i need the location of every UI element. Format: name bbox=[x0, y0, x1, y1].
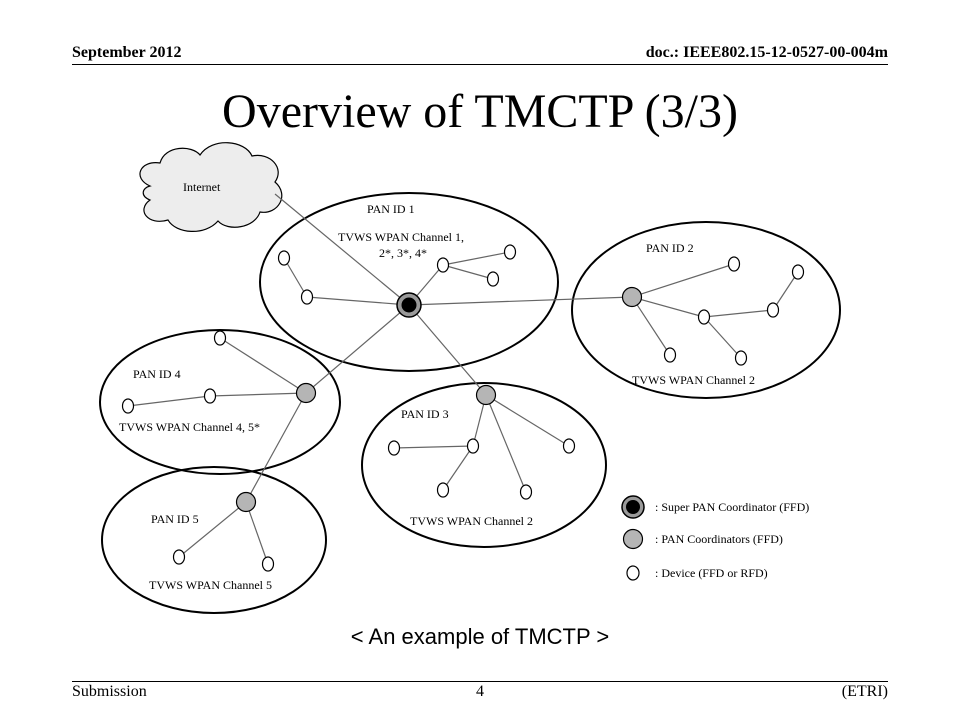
device-node-icon bbox=[519, 484, 533, 500]
pan-2-channel-label: TVWS WPAN Channel 2 bbox=[632, 373, 755, 387]
header-doc-id: doc.: IEEE802.15-12-0527-00-004m bbox=[645, 44, 888, 61]
pan-3-boundary bbox=[361, 382, 607, 548]
pan-2-id-label: PAN ID 2 bbox=[646, 241, 694, 255]
device-node-icon bbox=[562, 438, 576, 454]
footer-org: (ETRI) bbox=[841, 683, 888, 700]
device-node-icon bbox=[791, 264, 805, 280]
pan-coordinators bbox=[235, 286, 643, 513]
pan-3-id-label: PAN ID 3 bbox=[401, 407, 449, 421]
footer-submission: Submission bbox=[72, 683, 147, 700]
pan-5-id-label: PAN ID 5 bbox=[151, 512, 199, 526]
cloud-label: Internet bbox=[183, 180, 221, 194]
device-node-icon bbox=[734, 350, 748, 366]
pan-5-channel-label: TVWS WPAN Channel 5 bbox=[149, 578, 272, 592]
device-node-icon bbox=[503, 244, 517, 260]
device-node-icon bbox=[727, 256, 741, 272]
pan-4-channel-label: TVWS WPAN Channel 4, 5* bbox=[119, 420, 260, 434]
pan-1-boundary bbox=[259, 192, 559, 372]
device-node-icon bbox=[387, 440, 401, 456]
legend-device-icon bbox=[626, 565, 640, 581]
network-links bbox=[127, 193, 799, 565]
device-node-icon bbox=[300, 289, 314, 305]
device-node-icon bbox=[466, 438, 480, 454]
pan-1-channel-label-cont: 2*, 3*, 4* bbox=[379, 246, 427, 260]
device-nodes bbox=[121, 244, 805, 572]
legend-device-label: : Device (FFD or RFD) bbox=[655, 566, 768, 580]
legend-super-coordinator-label: : Super PAN Coordinator (FFD) bbox=[655, 500, 809, 514]
device-node-icon bbox=[663, 347, 677, 363]
device-node-icon bbox=[261, 556, 275, 572]
figure-caption: < An example of TMCTP > bbox=[350, 624, 610, 649]
legend-pan-coordinator-label: : PAN Coordinators (FFD) bbox=[655, 532, 783, 546]
pan-1-channel-label: TVWS WPAN Channel 1, bbox=[338, 230, 464, 244]
legend: : Super PAN Coordinator (FFD) : PAN Coor… bbox=[621, 495, 809, 581]
pan-4-boundary bbox=[99, 329, 341, 475]
pan-4-id-label: PAN ID 4 bbox=[133, 367, 181, 381]
pan-coordinator-icon bbox=[235, 491, 257, 513]
device-node-icon bbox=[277, 250, 291, 266]
pan-3-channel-label: TVWS WPAN Channel 2 bbox=[410, 514, 533, 528]
device-node-icon bbox=[203, 388, 217, 404]
pan-coordinator-icon bbox=[295, 382, 317, 404]
header-rule bbox=[72, 64, 888, 65]
device-node-icon bbox=[486, 271, 500, 287]
legend-pan-coordinator-icon bbox=[622, 528, 644, 550]
header-date: September 2012 bbox=[72, 44, 182, 61]
device-node-icon bbox=[697, 309, 711, 325]
device-node-icon bbox=[121, 398, 135, 414]
device-node-icon bbox=[766, 302, 780, 318]
slide-title: Overview of TMCTP (3/3) bbox=[222, 85, 738, 138]
pan-coordinator-icon bbox=[621, 286, 643, 308]
pan-coordinator-icon bbox=[475, 384, 497, 406]
super-pan-coordinator-icon bbox=[396, 292, 422, 318]
pan-5-boundary bbox=[101, 466, 327, 614]
device-node-icon bbox=[436, 482, 450, 498]
internet-cloud-icon: Internet bbox=[139, 142, 283, 232]
footer-page-number: 4 bbox=[476, 683, 484, 700]
device-node-icon bbox=[436, 257, 450, 273]
pan-1-id-label: PAN ID 1 bbox=[367, 202, 415, 216]
footer-rule bbox=[72, 681, 888, 682]
device-node-icon bbox=[213, 330, 227, 346]
device-node-icon bbox=[172, 549, 186, 565]
pan-2-boundary bbox=[571, 221, 841, 399]
